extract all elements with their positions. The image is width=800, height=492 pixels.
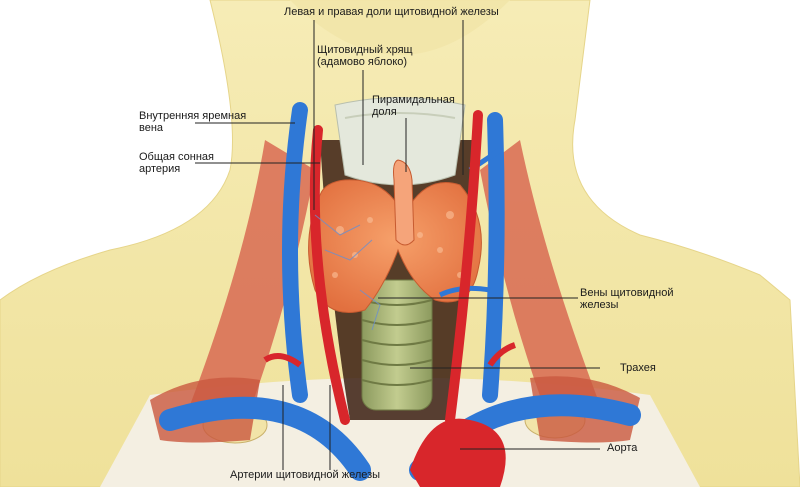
leader-lines — [195, 20, 600, 470]
muscle-right — [480, 140, 600, 410]
common-carotid-artery-right — [445, 110, 483, 425]
label-pyramidal-lobe: Пирамидальная доля — [372, 94, 455, 118]
label-aorta: Аорта — [607, 442, 638, 454]
label-thyroid-cartilage: Щитовидный хрящ (адамово яблоко) — [317, 44, 413, 68]
label-common-carotid-artery: Общая сонная артерия — [139, 151, 215, 175]
label-internal-jugular-vein: Внутренняя яремная вена — [139, 110, 247, 134]
label-thyroid-arteries: Артерии щитовидной железы — [230, 469, 381, 481]
internal-jugular-vein-left — [282, 102, 308, 403]
chin-shadow — [290, 0, 510, 55]
aorta-shape — [410, 418, 506, 487]
common-carotid-artery-left — [309, 125, 350, 425]
label-thyroid-lobes: Левая и правая доли щитовидной железы — [284, 6, 499, 18]
pyramidal-lobe-shape — [393, 159, 415, 246]
thyroid-cartilage-shape — [334, 97, 466, 186]
label-trachea: Трахея — [620, 362, 656, 374]
label-thyroid-veins: Вены щитовидной железы — [580, 287, 674, 311]
